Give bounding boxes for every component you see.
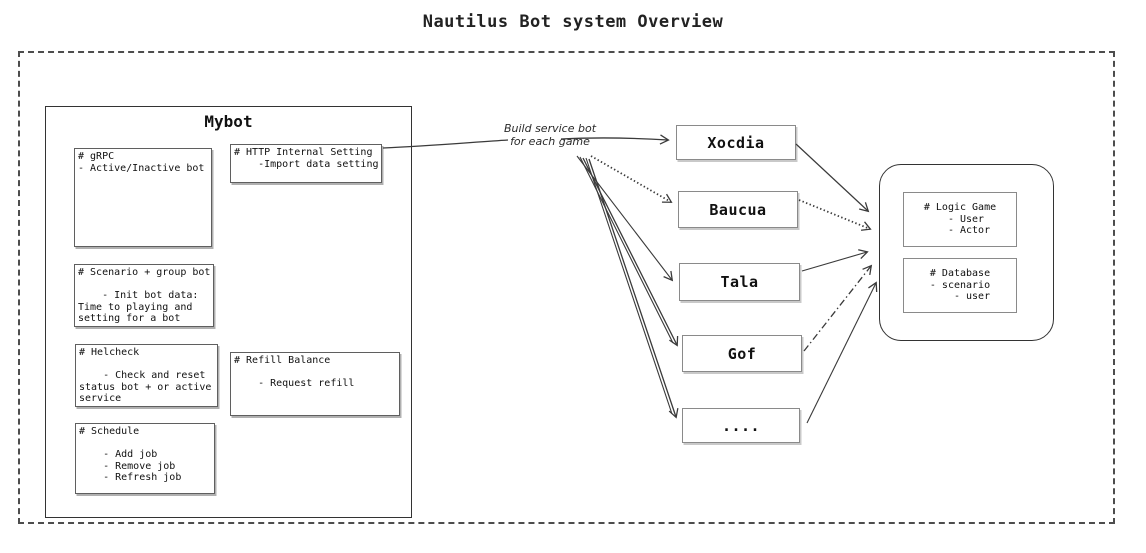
scenario-group-bot-box: # Scenario + group bot - Init bot data: … bbox=[74, 264, 214, 327]
database-box: # Database - scenario - user bbox=[903, 258, 1017, 313]
mybot-title: Mybot bbox=[204, 112, 253, 131]
game-label-xocdia: Xocdia bbox=[707, 133, 765, 152]
game-label-other-games: .... bbox=[721, 416, 761, 435]
helcheck-box: # Helcheck - Check and reset status bot … bbox=[75, 344, 218, 407]
http-internal-setting-box: # HTTP Internal Setting -Import data set… bbox=[230, 144, 382, 183]
game-label-baucua: Baucua bbox=[709, 200, 767, 219]
system-boundary-dashed-border bbox=[18, 51, 1115, 524]
game-box-other-games: .... bbox=[682, 408, 800, 443]
core-container bbox=[879, 164, 1054, 341]
edge-label-build-service-bot: Build service bot for each game bbox=[503, 122, 597, 148]
game-label-tala: Tala bbox=[720, 273, 759, 291]
logic-game-box: # Logic Game - User - Actor bbox=[903, 192, 1017, 247]
schedule-box: # Schedule - Add job - Remove job - Refr… bbox=[75, 423, 215, 494]
diagram-title: Nautilus Bot system Overview bbox=[422, 12, 724, 32]
game-box-baucua: Baucua bbox=[678, 191, 798, 228]
grpc-box: # gRPC - Active/Inactive bot bbox=[74, 148, 212, 247]
game-box-xocdia: Xocdia bbox=[676, 125, 796, 160]
game-label-gof: Gof bbox=[727, 344, 757, 363]
refill-balance-box: # Refill Balance - Request refill bbox=[230, 352, 400, 416]
game-box-tala: Tala bbox=[679, 263, 800, 301]
game-box-gof: Gof bbox=[682, 335, 802, 372]
